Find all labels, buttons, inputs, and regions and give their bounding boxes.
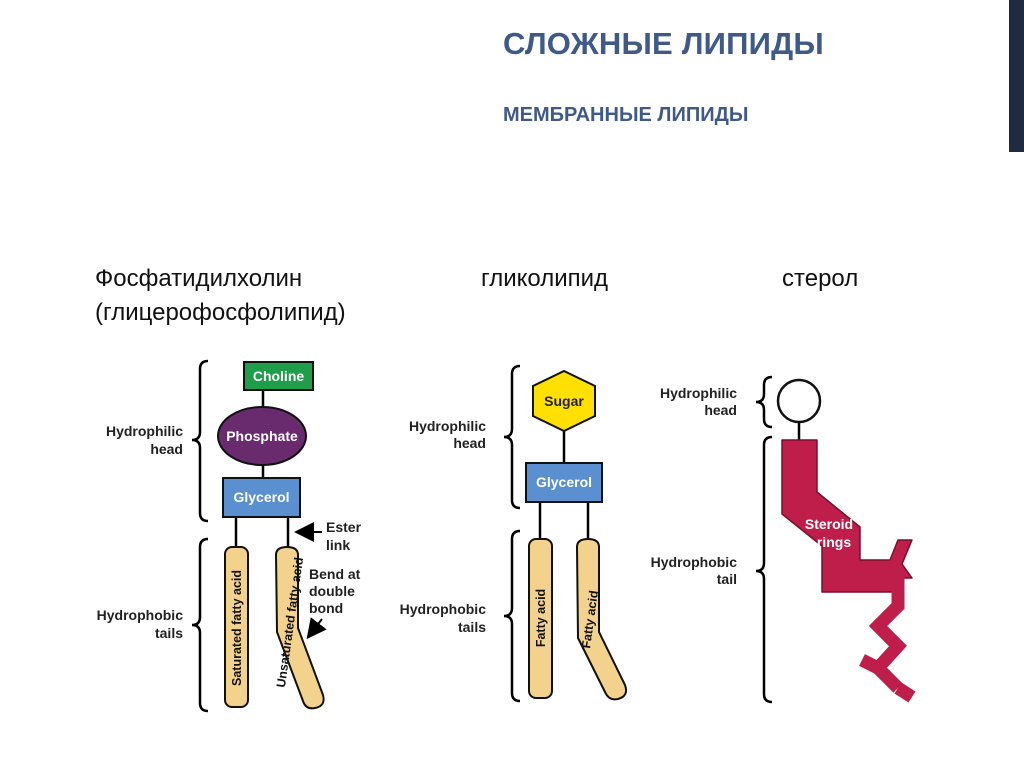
hydrophilic-brace — [503, 364, 521, 510]
accent-bar — [1009, 0, 1024, 152]
slide-title: СЛОЖНЫЕ ЛИПИДЫ — [503, 26, 824, 61]
phosphate-text: Phosphate — [226, 428, 298, 444]
hydrophilic-brace — [191, 359, 209, 523]
steroid-rings-text-line1: Steroid — [805, 516, 853, 532]
bend-label-line2: double — [309, 583, 355, 599]
saturated-fatty-acid-tail — [224, 546, 249, 708]
sterol-tail-end — [894, 682, 916, 703]
saturated-fatty-acid-text: Saturated fatty acid — [230, 570, 244, 686]
bend-label-line3: bond — [309, 600, 343, 616]
glycolipid-diagram: Sugar Glycerol Fatty acid Fatty acid Hyd… — [400, 364, 628, 703]
fatty-acid-text-1: Fatty acid — [534, 589, 548, 647]
hydrophobic-label-line1: Hydrophobic — [651, 554, 738, 570]
phosphatidylcholine-label-line1: Фосфатидилхолин — [95, 265, 303, 292]
sugar-hexagon — [532, 369, 596, 433]
ester-link-label-line1: Ester — [326, 519, 362, 535]
hydrophilic-label-line1: Hydrophilic — [660, 385, 737, 401]
glycerol-box — [525, 462, 603, 503]
phosphatidylcholine-label: Фосфатидилхолин (глицерофосфолипид) — [95, 262, 346, 330]
hydrophobic-brace — [755, 435, 773, 704]
hydrophobic-label-line2: tails — [155, 625, 183, 641]
phospholipid-diagram: Choline Phosphate Glycerol Saturated fat… — [97, 359, 362, 713]
hydrophilic-label-line1: Hydrophilic — [409, 418, 486, 434]
hydrophobic-brace — [503, 529, 521, 703]
hydrophilic-label-line2: head — [704, 402, 737, 418]
hydrophobic-label-line2: tails — [458, 619, 486, 635]
sterol-label: стерол — [782, 265, 859, 292]
hydrophobic-label-line1: Hydrophobic — [97, 607, 184, 623]
unsaturated-fatty-acid-tail — [275, 546, 325, 710]
hydrophobic-label-line2: tail — [717, 571, 737, 587]
glycerol-box — [222, 477, 301, 518]
hydrophobic-brace — [191, 537, 209, 713]
fatty-acid-tail-1 — [528, 538, 553, 699]
glycerol-text: Glycerol — [536, 474, 592, 490]
choline-text: Choline — [253, 368, 305, 384]
slide-subtitle: МЕМБРАННЫЕ ЛИПИДЫ — [503, 104, 749, 126]
hydrophilic-label-line2: head — [150, 441, 183, 457]
sterol-diagram: Steroid rings Hydrophilic head Hydrophob… — [651, 375, 916, 704]
bend-arrow — [306, 617, 327, 640]
hydrophilic-label-line1: Hydrophilic — [106, 423, 183, 439]
hydrophilic-head-circle — [776, 378, 822, 424]
choline-box — [243, 361, 314, 391]
glycolipid-label: гликолипид — [481, 265, 609, 292]
hydrophilic-brace — [755, 375, 773, 429]
hydrophobic-label-line1: Hydrophobic — [400, 601, 487, 617]
sterol-zigzag-tail — [868, 570, 907, 693]
hydrophilic-label-line2: head — [453, 435, 486, 451]
glycerol-text: Glycerol — [233, 489, 289, 505]
phosphatidylcholine-label-line2: (глицерофосфолипид) — [95, 299, 346, 326]
steroid-rings-text-line2: rings — [817, 534, 851, 550]
sterol-tail-branch — [859, 654, 881, 674]
bend-label-line1: Bend at — [309, 566, 361, 582]
phosphate-ellipse — [217, 406, 307, 466]
ester-link-label-line2: link — [326, 537, 350, 553]
steroid-rings-shape — [781, 439, 913, 593]
sugar-text: Sugar — [544, 393, 584, 409]
fatty-acid-tail-2 — [576, 538, 628, 701]
